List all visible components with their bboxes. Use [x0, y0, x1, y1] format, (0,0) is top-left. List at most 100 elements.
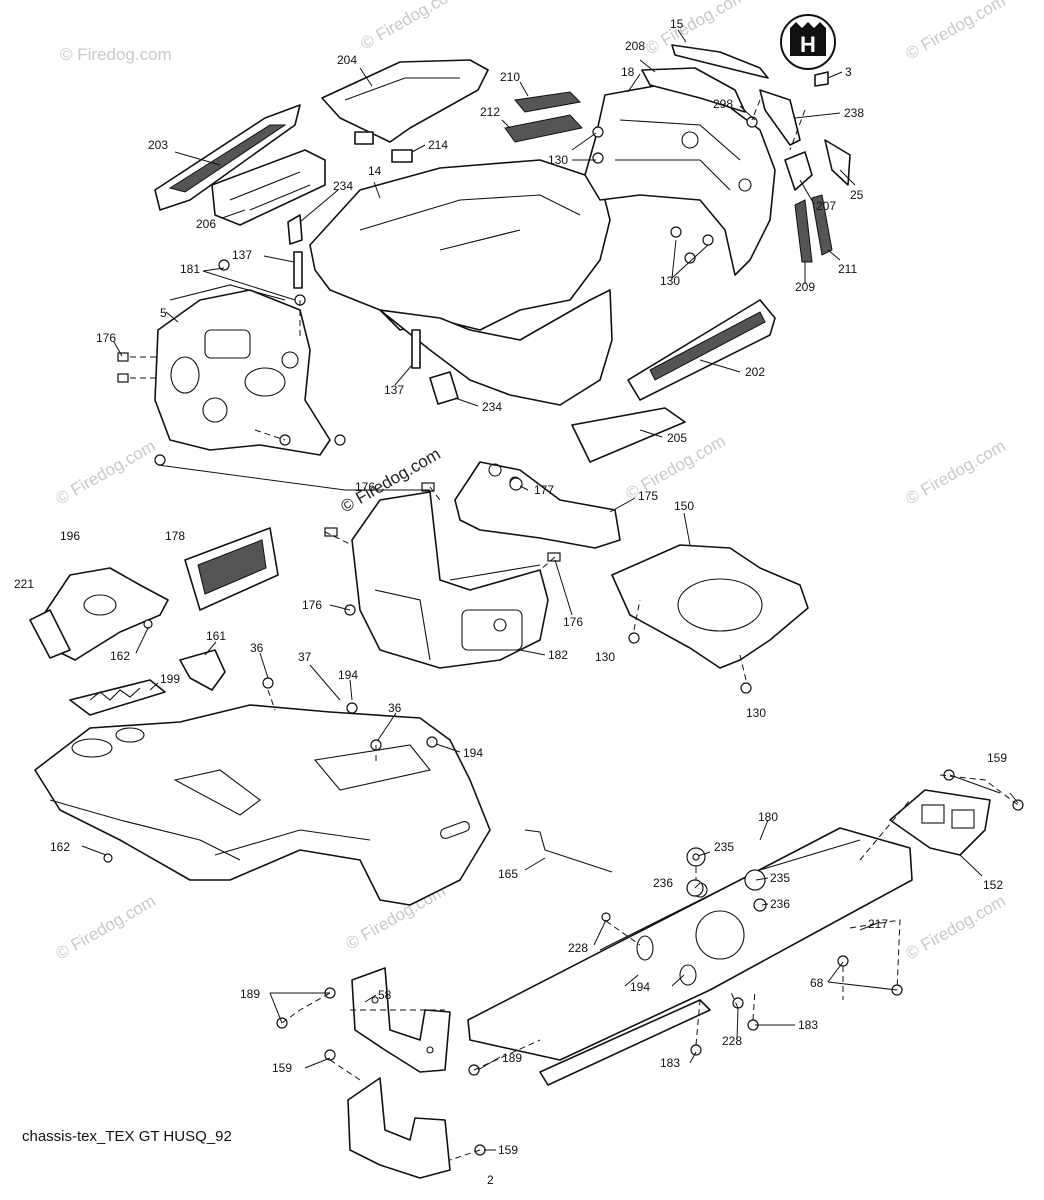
callout-159: 159 [987, 751, 1007, 765]
bracket-175 [454, 461, 621, 549]
callout-159: 159 [272, 1061, 292, 1075]
grilles-209-211 [794, 194, 833, 263]
callout-181: 181 [180, 262, 200, 276]
callout-196: 196 [60, 529, 80, 543]
leader-lines [81, 29, 1019, 1151]
callout-235: 235 [714, 840, 734, 854]
watermark: © Firedog.com [903, 0, 1009, 63]
callout-161: 161 [206, 629, 226, 643]
callout-68: 68 [810, 976, 824, 990]
callout-217: 217 [868, 917, 888, 931]
callout-130: 130 [595, 650, 615, 664]
callout-175: 175 [638, 489, 658, 503]
callout-14: 14 [368, 164, 382, 178]
callout-137: 137 [232, 248, 252, 262]
logo-letter: H [800, 32, 816, 57]
callout-183: 183 [798, 1018, 818, 1032]
callout-194: 194 [463, 746, 483, 760]
callout-130: 130 [660, 274, 680, 288]
rod-165 [524, 829, 613, 873]
callout-189: 189 [502, 1051, 522, 1065]
callout-182: 182 [548, 648, 568, 662]
bracket-58 [351, 967, 451, 1073]
callout-177: 177 [534, 483, 554, 497]
watermark: © Firedog.com [903, 436, 1009, 508]
dash-panel-5 [154, 284, 331, 456]
callout-228: 228 [722, 1034, 742, 1048]
callout-207: 207 [816, 199, 836, 213]
callout-228: 228 [568, 941, 588, 955]
cover-221 [29, 609, 71, 659]
callout-189: 189 [240, 987, 260, 1001]
callout-36: 36 [388, 701, 402, 715]
seat-cover-204 [321, 59, 489, 143]
callout-15: 15 [670, 17, 684, 31]
callout-183: 183 [660, 1056, 680, 1070]
callout-176: 176 [355, 480, 375, 494]
panel-238 [759, 89, 801, 146]
grille-178 [184, 527, 279, 611]
callout-labels: 15 208 3 204 210 18 212 298 238 203 214 … [14, 17, 1007, 1187]
callout-221: 221 [14, 577, 34, 591]
callout-209: 209 [795, 280, 815, 294]
callout-178: 178 [165, 529, 185, 543]
plate-205 [571, 407, 686, 463]
callout-159: 159 [498, 1143, 518, 1157]
part-161 [179, 649, 226, 691]
callout-236: 236 [770, 897, 790, 911]
callout-58: 58 [378, 988, 392, 1002]
callout-180: 180 [758, 810, 778, 824]
callout-208: 208 [625, 39, 645, 53]
assembly-lines [130, 99, 1019, 1161]
callout-162: 162 [110, 649, 130, 663]
callout-3: 3 [845, 65, 852, 79]
grille-202 [627, 299, 776, 401]
callout-130: 130 [746, 706, 766, 720]
watermark: © Firedog.com [358, 0, 464, 53]
callout-206: 206 [196, 217, 216, 231]
husqvarna-logo: H [780, 14, 836, 70]
rail-lower [539, 999, 711, 1086]
clips-214 [354, 131, 413, 163]
callout-18: 18 [621, 65, 635, 79]
callout-162: 162 [50, 840, 70, 854]
part-3 [814, 71, 829, 87]
part-199 [69, 679, 166, 716]
callout-298: 298 [713, 97, 733, 111]
callout-137: 137 [384, 383, 404, 397]
frame-180 [467, 827, 913, 1061]
callout-176: 176 [96, 331, 116, 345]
callout-5: 5 [160, 306, 167, 320]
callout-2: 2 [487, 1173, 494, 1187]
callout-202: 202 [745, 365, 765, 379]
callout-176: 176 [302, 598, 322, 612]
panel-208 [641, 67, 746, 113]
callout-199: 199 [160, 672, 180, 686]
shroud-150 [611, 544, 809, 669]
housing-182 [351, 491, 549, 669]
trim-15 [671, 44, 769, 79]
bracket-152 [889, 789, 991, 856]
callout-165: 165 [498, 867, 518, 881]
callout-238: 238 [844, 106, 864, 120]
callout-25: 25 [850, 188, 864, 202]
fender-162 [34, 704, 491, 906]
watermark: © Firedog.com [53, 891, 159, 963]
callout-130: 130 [548, 153, 568, 167]
bracket-lower-2 [347, 1077, 451, 1179]
callout-36: 36 [250, 641, 264, 655]
callout-194: 194 [630, 980, 650, 994]
callout-203: 203 [148, 138, 168, 152]
fasteners [103, 116, 1024, 1156]
callout-205: 205 [667, 431, 687, 445]
callout-176: 176 [563, 615, 583, 629]
callout-37: 37 [298, 650, 312, 664]
callout-204: 204 [337, 53, 357, 67]
callout-234: 234 [333, 179, 353, 193]
grille-203 [154, 104, 301, 211]
watermark: © Firedog.com [53, 436, 159, 508]
callout-235: 235 [770, 871, 790, 885]
watermark: © Firedog.com [60, 45, 172, 64]
callout-210: 210 [500, 70, 520, 84]
watermark: © Firedog.com [903, 891, 1009, 963]
